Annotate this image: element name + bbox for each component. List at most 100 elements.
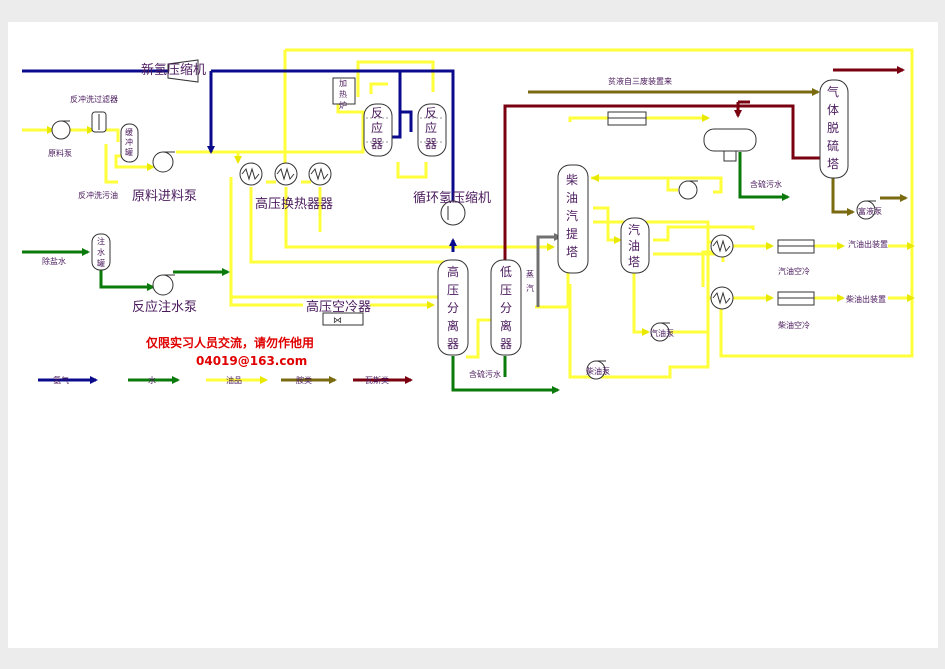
hp-air-cooler-label: 高压空冷器 [306,299,371,315]
buffer-tank-char-1: 缓 [125,127,133,137]
hydrogen-lines [22,69,457,252]
lp-separator-icon [490,259,522,356]
watermark-line-2: 04019@163.com [196,354,307,368]
hp-separator-char-1: 高 [447,264,459,279]
hp-separator-char-2: 压 [447,283,459,297]
legend: 氢气 水 油品 胺类 瓦斯类 [38,375,413,385]
reactor-1-char-3: 器 [371,137,383,151]
diesel-out-label: 柴油出装置 [846,294,886,304]
legend-amine-label: 胺类 [296,375,312,385]
heater-char-3: 炉 [339,100,347,110]
buffer-tank-char-3: 罐 [125,147,133,157]
gas-desulfurizer-char-3: 脱 [827,120,839,135]
diesel-exchanger-icon [710,286,734,310]
reactor-1-char-1: 反 [371,106,383,120]
feed-pump-icon [152,151,175,173]
diesel-stripper-char-1: 柴 [566,173,578,187]
naphtha-out-label: 汽油出装置 [848,239,888,249]
buffer-tank-char-2: 冲 [125,137,133,147]
feed-pump-small-icon [51,120,71,140]
diesel-stripper-char-2: 油 [566,191,578,205]
heater-char-2: 热 [339,89,347,99]
lp-separator-char-4: 离 [500,318,512,333]
watermark-line-1: 仅限实习人员交流，请勿作他用 [145,335,314,350]
gas-desulfurizer-icon [819,79,849,179]
hp-exchanger-icon-1 [239,162,263,186]
water-tank-icon [91,233,111,271]
hp-exchanger-icon-2 [274,162,298,186]
naphtha-tower-icon [620,217,650,274]
diesel-air-cooler-label: 柴油空冷 [778,320,810,330]
diesel-pump-label: 柴油泵 [586,366,610,376]
water-tank-char-2: 水 [97,247,105,257]
reflux-pump-icon [678,180,698,200]
legend-oil-label: 油品 [226,375,242,385]
feed-pump-small-label: 原料泵 [48,148,72,158]
diesel-stripper-icon [557,164,589,274]
diesel-stripper-char-4: 提 [566,226,578,241]
sour-water-label-2: 含硫污水 [750,179,782,189]
water-tank-char-1: 注 [97,236,105,246]
reactor-2-icon [417,103,447,157]
hp-separator-char-3: 分 [447,301,459,315]
naphtha-air-cooler-label: 汽油空冷 [778,266,810,276]
desalted-water-label: 除盐水 [42,256,66,266]
diesel-air-cooler-icon [777,291,815,306]
lp-separator-char-1: 低 [500,265,512,279]
hp-air-cooler-icon: ⋈ [322,312,364,326]
lp-separator-char-2: 压 [500,283,512,297]
buffer-tank-icon [120,123,139,163]
new-h2-compressor-icon [167,59,199,83]
feed-pump-label: 原料进料泵 [132,189,197,204]
steam-char-2: 汽 [526,283,534,293]
water-lines [22,152,790,394]
legend-gas-label: 瓦斯类 [365,375,389,385]
diagram-sheet: 新氢压缩机 反冲洗过滤器 原料泵 缓 冲 罐 反冲洗污油 原料进料泵 高压换热器… [8,22,938,648]
water-tank-char-3: 罐 [97,258,105,268]
backwash-filter-icon [91,111,107,133]
water-pump-icon [152,274,175,296]
steam-lines [536,233,562,307]
gas-lines [503,66,905,267]
recycle-compressor-label: 循环氢压缩机 [413,190,491,206]
rich-amine-pump-icon [856,200,876,220]
reactor-1-char-2: 应 [371,120,383,135]
naphtha-pump-icon [650,322,670,342]
legend-hydrogen-label: 氢气 [53,375,69,385]
lp-separator-char-3: 分 [500,301,512,315]
backwash-oil-label: 反冲洗污油 [78,190,118,200]
reactor-2-char-2: 应 [425,120,437,135]
stripper-air-cooler-icon [607,111,647,126]
hp-exchanger-label: 高压换热器器 [255,196,333,212]
hp-exchanger-icon-3 [308,162,332,186]
water-pump-label: 反应注水泵 [132,299,197,315]
naphtha-pump-label: 汽油泵 [650,328,674,338]
process-flow-diagram: 新氢压缩机 反冲洗过滤器 原料泵 缓 冲 罐 反冲洗污油 原料进料泵 高压换热器… [22,48,915,394]
hp-separator-icon [437,259,469,356]
gas-desulfurizer-char-2: 体 [827,103,839,117]
gas-desulfurizer-char-4: 硫 [827,138,839,153]
naphtha-air-cooler-icon [777,239,815,254]
diesel-stripper-char-5: 塔 [566,245,578,259]
rich-amine-pump-label: 富液泵 [858,206,882,216]
legend-water-label: 水 [148,375,156,385]
reactor-1-icon [363,103,393,157]
naphtha-tower-char-1: 汽 [628,222,640,237]
steam-char-1: 蒸 [526,269,534,279]
backwash-filter-label: 反冲洗过滤器 [70,94,118,104]
rich-amine-in-label: 贫液自三废装置来 [608,76,672,86]
diesel-pump-icon [586,360,606,380]
gas-desulfurizer-char-1: 气 [827,84,839,99]
sour-water-label-1: 含硫污水 [469,369,501,379]
gas-desulfurizer-char-5: 塔 [827,157,839,171]
reactor-2-char-1: 反 [425,106,437,120]
new-h2-compressor-label: 新氢压缩机 [141,62,206,78]
heater-icon [332,77,356,105]
diesel-stripper-char-3: 汽 [566,208,578,223]
hp-separator-char-4: 离 [447,318,459,333]
reactor-2-char-3: 器 [425,137,437,151]
amine-lines [528,88,908,216]
svg-text:⋈: ⋈ [333,316,342,326]
naphtha-tower-char-3: 塔 [628,255,640,269]
naphtha-exchanger-icon [710,234,734,258]
